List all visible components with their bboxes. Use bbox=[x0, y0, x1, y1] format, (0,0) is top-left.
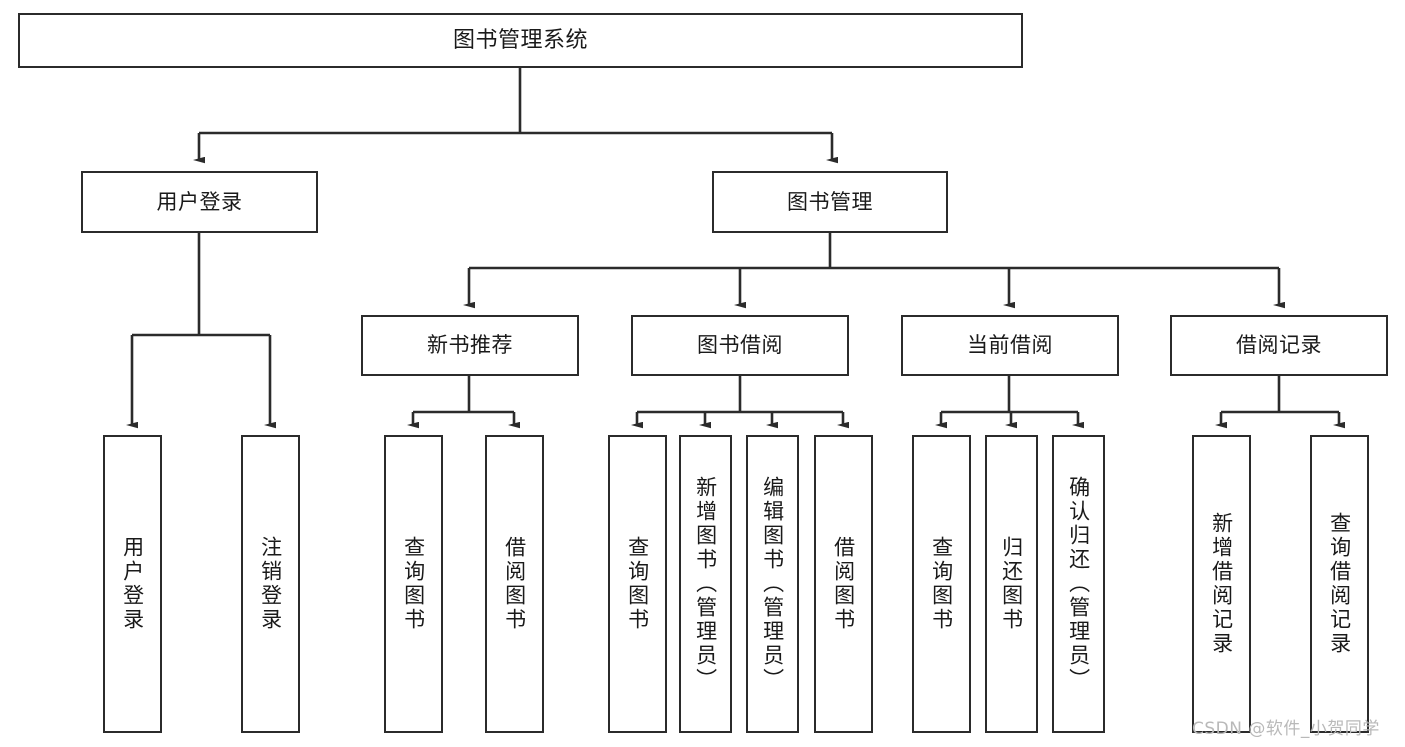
node-label: 查询图书 bbox=[625, 536, 650, 632]
node-label: 新书推荐 bbox=[427, 333, 513, 358]
node-book-management-system[interactable]: 图书管理系统 bbox=[18, 13, 1023, 68]
node-borrow-records[interactable]: 借阅记录 bbox=[1170, 315, 1388, 376]
node-book-management[interactable]: 图书管理 bbox=[712, 171, 948, 233]
node-label: 查询借阅记录 bbox=[1327, 512, 1352, 656]
node-label: 图书借阅 bbox=[697, 333, 783, 358]
node-user-login[interactable]: 用户登录 bbox=[81, 171, 318, 233]
leaf-borrow-book-recommend[interactable]: 借阅图书 bbox=[485, 435, 544, 733]
node-label: 查询图书 bbox=[929, 536, 954, 632]
node-book-borrow[interactable]: 图书借阅 bbox=[631, 315, 849, 376]
node-label: 图书管理 bbox=[787, 189, 873, 214]
csdn-watermark: CSDN @软件_小贺同学 bbox=[1192, 719, 1380, 739]
node-label: 图书管理系统 bbox=[452, 27, 588, 53]
leaf-add-borrow-record[interactable]: 新增借阅记录 bbox=[1192, 435, 1251, 733]
leaf-query-book-recommend[interactable]: 查询图书 bbox=[384, 435, 443, 733]
node-label: 新增图书（管理员） bbox=[693, 476, 718, 692]
leaf-return-book[interactable]: 归还图书 bbox=[985, 435, 1038, 733]
leaf-add-book-admin[interactable]: 新增图书（管理员） bbox=[679, 435, 732, 733]
node-label: 注销登录 bbox=[258, 536, 283, 632]
leaf-edit-book-admin[interactable]: 编辑图书（管理员） bbox=[746, 435, 799, 733]
leaf-confirm-return-admin[interactable]: 确认归还（管理员） bbox=[1052, 435, 1105, 733]
leaf-query-book-borrow[interactable]: 查询图书 bbox=[608, 435, 667, 733]
edge-userlogin-to-leaves bbox=[126, 233, 276, 429]
leaf-user-login[interactable]: 用户登录 bbox=[103, 435, 162, 733]
edge-records-to-leaves bbox=[1215, 376, 1345, 429]
leaf-query-borrow-record[interactable]: 查询借阅记录 bbox=[1310, 435, 1369, 733]
edge-currentborrow-to-leaves bbox=[935, 376, 1084, 429]
node-current-borrow[interactable]: 当前借阅 bbox=[901, 315, 1119, 376]
node-label: 借阅图书 bbox=[502, 536, 527, 632]
node-label: 编辑图书（管理员） bbox=[760, 476, 785, 692]
node-label: 查询图书 bbox=[401, 536, 426, 632]
leaf-logout[interactable]: 注销登录 bbox=[241, 435, 300, 733]
edge-newbook-to-leaves bbox=[407, 376, 520, 429]
node-label: 新增借阅记录 bbox=[1209, 512, 1234, 656]
node-label: 用户登录 bbox=[120, 536, 145, 632]
leaf-query-book-current[interactable]: 查询图书 bbox=[912, 435, 971, 733]
node-label: 当前借阅 bbox=[967, 333, 1053, 358]
edge-bookmgmt-to-level3 bbox=[463, 233, 1285, 309]
node-label: 确认归还（管理员） bbox=[1066, 476, 1091, 692]
node-label: 用户登录 bbox=[156, 189, 243, 214]
edge-root-to-level2 bbox=[193, 68, 838, 164]
node-label: 归还图书 bbox=[999, 536, 1024, 632]
leaf-borrow-book[interactable]: 借阅图书 bbox=[814, 435, 873, 733]
edge-bookborrow-to-leaves bbox=[631, 376, 849, 429]
node-label: 借阅记录 bbox=[1236, 333, 1322, 358]
node-label: 借阅图书 bbox=[831, 536, 856, 632]
node-new-book-recommend[interactable]: 新书推荐 bbox=[361, 315, 579, 376]
